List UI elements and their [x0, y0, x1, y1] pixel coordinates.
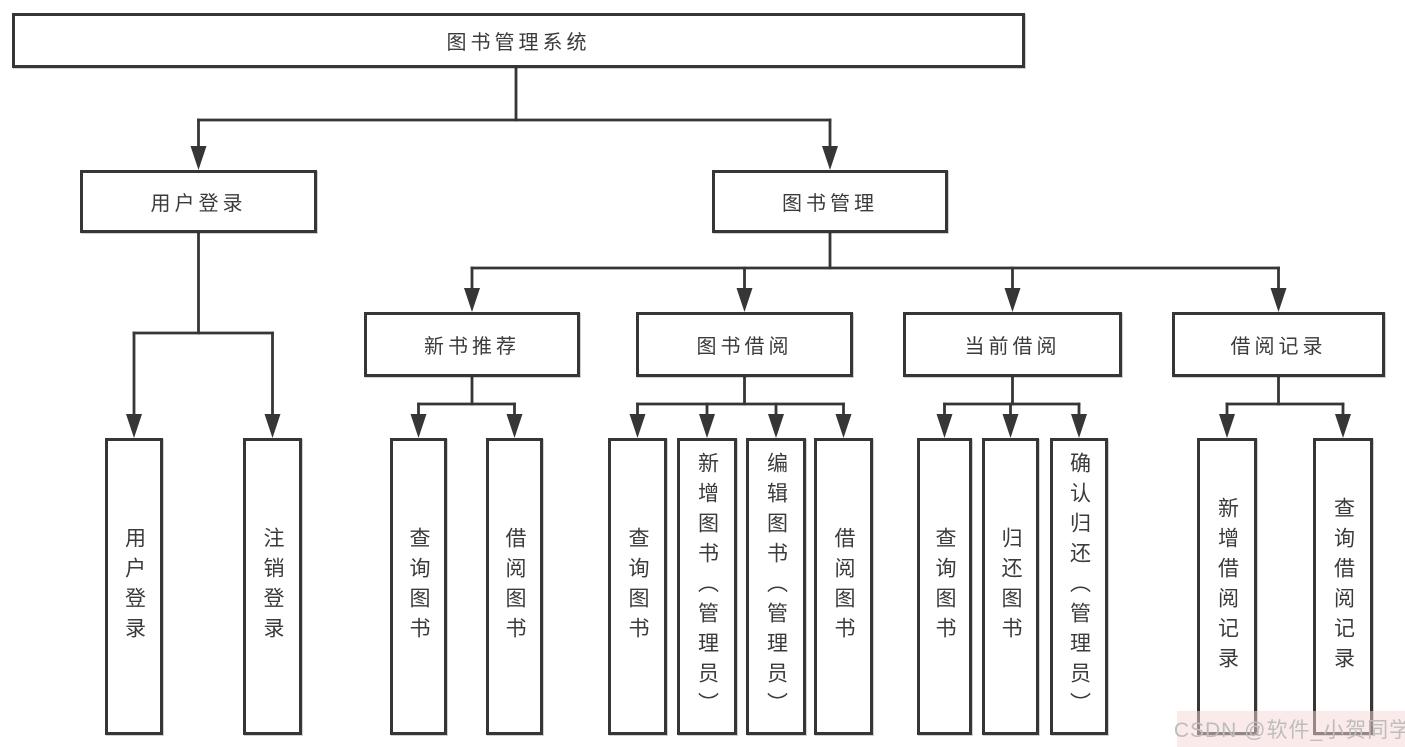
arrowhead-icon — [1071, 414, 1087, 438]
leaf-add-book-admin: 新增图书（管理员） — [677, 438, 737, 735]
leaf-query-books-current: 查询图书 — [917, 438, 972, 735]
node-borrow-records: 借阅记录 — [1172, 312, 1385, 377]
leaf-borrow-books-newbook: 借阅图书 — [486, 438, 543, 735]
leaf-logout: 注销登录 — [243, 438, 302, 735]
leaf-return-book: 归还图书 — [982, 438, 1039, 735]
leaf-add-book-admin-label: 新增图书（管理员） — [695, 451, 719, 722]
node-borrow-records-label: 借阅记录 — [1230, 336, 1327, 358]
leaf-borrow-books-borrow-label: 借阅图书 — [832, 526, 855, 647]
watermark-background — [1177, 711, 1405, 747]
arrowhead-icon — [629, 414, 646, 438]
arrowhead-icon — [768, 414, 784, 438]
arrowhead-icon — [506, 414, 523, 438]
node-new-book-recommend: 新书推荐 — [364, 312, 580, 377]
leaf-add-borrow-record-label: 新增借阅记录 — [1215, 496, 1239, 677]
leaf-query-books-borrow-label: 查询图书 — [626, 526, 649, 647]
arrowhead-icon — [190, 146, 207, 170]
root-node-label: 图书管理系统 — [446, 32, 591, 54]
node-book-management-label: 图书管理 — [782, 193, 878, 215]
arrowhead-icon — [1002, 414, 1019, 438]
leaf-user-login: 用户登录 — [105, 438, 163, 735]
leaf-return-book-label: 归还图书 — [999, 526, 1022, 647]
leaf-query-books-newbook: 查询图书 — [390, 438, 447, 735]
node-user-login-branch: 用户登录 — [80, 170, 317, 233]
arrowhead-icon — [699, 414, 715, 438]
leaf-query-books-current-label: 查询图书 — [933, 526, 956, 647]
leaf-query-books-newbook-label: 查询图书 — [407, 526, 430, 647]
leaf-borrow-books-newbook-label: 借阅图书 — [503, 526, 526, 647]
leaf-edit-book-admin-label: 编辑图书（管理员） — [764, 451, 788, 722]
arrowhead-icon — [835, 414, 852, 438]
leaf-add-borrow-record: 新增借阅记录 — [1197, 438, 1257, 735]
node-current-borrow-label: 当前借阅 — [964, 336, 1061, 358]
arrowhead-icon — [936, 414, 953, 438]
arrowhead-icon — [1335, 414, 1351, 438]
arrowhead-icon — [1004, 288, 1021, 312]
leaf-user-login-label: 用户登录 — [122, 526, 146, 647]
arrowhead-icon — [822, 146, 838, 170]
arrowhead-icon — [264, 414, 281, 438]
arrowhead-icon — [1219, 414, 1235, 438]
watermark: CSDN @软件_小贺同学 — [1173, 719, 1405, 742]
node-book-borrow-label: 图书借阅 — [696, 336, 793, 358]
node-user-login-branch-label: 用户登录 — [150, 193, 247, 215]
arrowhead-icon — [464, 288, 480, 312]
node-book-management: 图书管理 — [712, 170, 948, 233]
node-book-borrow: 图书借阅 — [636, 312, 853, 377]
node-current-borrow: 当前借阅 — [903, 312, 1122, 377]
node-new-book-recommend-label: 新书推荐 — [424, 336, 520, 358]
leaf-confirm-return-admin-label: 确认归还（管理员） — [1067, 451, 1091, 722]
leaf-logout-label: 注销登录 — [261, 526, 284, 647]
leaf-query-borrow-record: 查询借阅记录 — [1313, 438, 1373, 735]
root-node-library-system: 图书管理系统 — [12, 13, 1025, 68]
leaf-borrow-books-borrow: 借阅图书 — [814, 438, 873, 735]
leaf-query-borrow-record-label: 查询借阅记录 — [1331, 496, 1355, 677]
leaf-confirm-return-admin: 确认归还（管理员） — [1050, 438, 1108, 735]
arrowhead-icon — [1270, 288, 1287, 312]
arrowhead-icon — [126, 414, 142, 438]
leaf-query-books-borrow: 查询图书 — [608, 438, 667, 735]
arrowhead-icon — [736, 288, 753, 312]
leaf-edit-book-admin: 编辑图书（管理员） — [746, 438, 806, 735]
arrowhead-icon — [410, 414, 427, 438]
